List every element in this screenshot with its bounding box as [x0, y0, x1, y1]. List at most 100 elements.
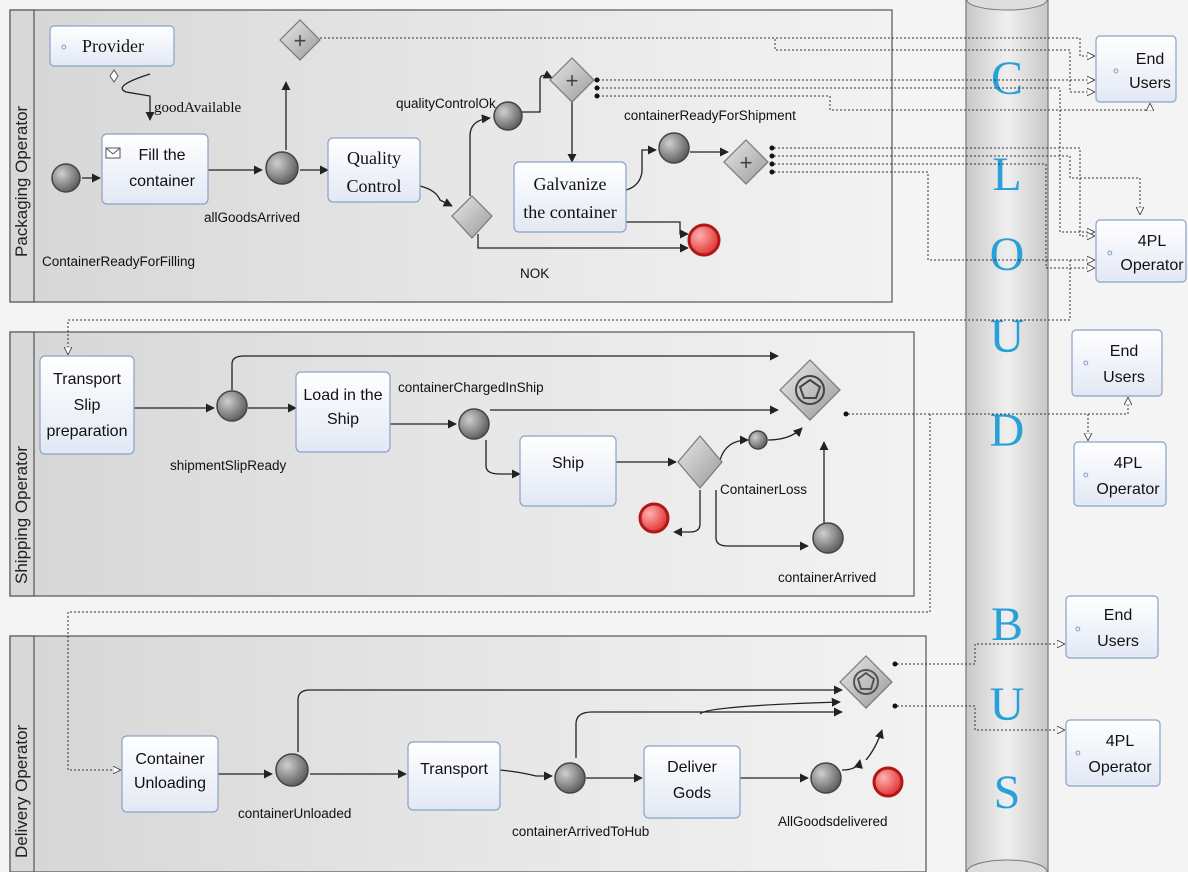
task-label-line2: the container [523, 202, 616, 222]
task-label-line2: Gods [673, 785, 711, 802]
gateway-parallel-quality[interactable]: + [549, 57, 595, 103]
task-label-line1: Transport [53, 371, 121, 388]
lane-title-shipping: Shipping Operator [12, 446, 31, 584]
task-label-line1: Container [135, 751, 205, 768]
person-icon: ⚬ [1110, 63, 1122, 79]
role-label-line1: End [1104, 607, 1132, 624]
task-label-line1: Load in the [303, 387, 382, 404]
event-quality-ok[interactable] [493, 101, 523, 131]
delivery-sequence-flows [218, 685, 884, 783]
plus-icon: + [294, 28, 307, 53]
gateway-complex-shipping[interactable] [779, 359, 841, 421]
label-shipment-slip-ready: shipmentSlipReady [170, 458, 287, 473]
event-container-unloaded[interactable] [275, 753, 309, 787]
provider-role[interactable]: ⚬ Provider [49, 25, 175, 67]
event-container-loss[interactable] [748, 430, 768, 450]
person-icon: ⚬ [1072, 745, 1084, 761]
task-fill-container[interactable]: Fill the container [101, 133, 209, 205]
label-container-ready-shipment: containerReadyForShipment [624, 108, 796, 123]
task-label-line1: Deliver [667, 759, 717, 776]
task-transport[interactable]: Transport [407, 741, 501, 811]
event-container-charged[interactable] [458, 408, 490, 440]
task-container-unloading[interactable]: Container Unloading [121, 735, 219, 813]
role-label-line1: 4PL [1114, 455, 1143, 472]
event-container-arrived[interactable] [812, 522, 844, 554]
task-deliver-gods[interactable]: Deliver Gods [643, 745, 741, 819]
task-label-line2: Ship [327, 411, 359, 428]
label-container-arrived-hub: containerArrivedToHub [512, 824, 649, 839]
event-all-goods-arrived[interactable] [265, 151, 299, 185]
cloud-letter-b: B [991, 598, 1023, 651]
gateway-parallel-top[interactable]: + [279, 19, 321, 61]
task-label-line1: Fill the [138, 147, 185, 164]
task-label-line3: preparation [47, 423, 128, 440]
gateway-exclusive-quality[interactable] [451, 195, 493, 239]
cloud-letter-d: D [990, 404, 1025, 457]
lane-shipping: Shipping Operator [9, 331, 915, 597]
event-container-arrived-hub[interactable] [554, 762, 586, 794]
gateway-parallel-shipment[interactable]: + [723, 139, 769, 185]
label-container-unloaded: containerUnloaded [238, 806, 351, 821]
task-galvanize[interactable]: Galvanize the container [513, 161, 627, 233]
end-event-delivery[interactable] [872, 766, 904, 798]
role-label-line2: Users [1129, 75, 1171, 92]
task-ship[interactable]: Ship [519, 435, 617, 507]
task-label: Transport [420, 761, 488, 778]
pentagon-icon [798, 378, 822, 399]
end-event-packaging[interactable] [687, 223, 721, 257]
event-container-ready-shipment[interactable] [658, 132, 690, 164]
role-label-line1: 4PL [1138, 233, 1167, 250]
person-icon: ⚬ [58, 39, 70, 55]
role-label-line2: Operator [1096, 481, 1160, 498]
role-end-users-3[interactable]: ⚬ End Users [1065, 595, 1159, 659]
packaging-sequence-flows [82, 70, 729, 253]
cloud-bus: C L O U D B U S [965, 0, 1049, 872]
plus-icon: + [740, 150, 753, 175]
lane-title-packaging: Packaging Operator [12, 105, 31, 257]
gateway-complex-delivery[interactable] [839, 655, 893, 709]
task-transport-slip[interactable]: Transport Slip preparation [39, 355, 135, 455]
person-icon: ⚬ [1072, 621, 1084, 637]
role-4pl-3[interactable]: ⚬ 4PL Operator [1065, 719, 1161, 787]
role-label-line2: Operator [1120, 257, 1184, 274]
cloud-letter-u2: U [990, 678, 1025, 731]
role-label-line1: 4PL [1106, 733, 1135, 750]
cloud-letter-l: L [992, 148, 1021, 201]
event-shipment-slip-ready[interactable] [216, 390, 248, 422]
cloud-letter-s: S [994, 766, 1021, 819]
role-label-line1: End [1110, 343, 1138, 360]
label-container-loss: ContainerLoss [720, 482, 807, 497]
event-all-goods-delivered[interactable] [810, 762, 842, 794]
task-label-line2: Control [346, 176, 401, 196]
label-all-goods-arrived: allGoodsArrived [204, 210, 300, 225]
task-label-line2: container [129, 173, 195, 190]
cloud-letter-o: O [990, 228, 1025, 281]
task-label-line2: Slip [74, 397, 101, 414]
end-event-shipping[interactable] [638, 502, 670, 534]
message-diamond-icon [109, 69, 119, 83]
role-label-line1: End [1136, 51, 1164, 68]
label-container-charged: containerChargedInShip [398, 380, 544, 395]
label-nok: NOK [520, 266, 549, 281]
cloud-letter-c: C [991, 52, 1023, 105]
task-label: Ship [552, 455, 584, 472]
gateway-exclusive-ship[interactable] [677, 435, 723, 489]
cloud-letter-u: U [990, 310, 1025, 363]
task-quality-control[interactable]: Quality Control [327, 137, 421, 203]
label-all-goods-delivered: AllGoodsdelivered [778, 814, 888, 829]
label-container-ready-filling: ContainerReadyForFilling [42, 254, 195, 269]
message-flows [68, 37, 1150, 770]
label-container-arrived: containerArrived [778, 570, 876, 585]
task-label-line1: Galvanize [534, 174, 607, 194]
role-end-users-2[interactable]: ⚬ End Users [1071, 329, 1163, 397]
role-4pl-1[interactable]: ⚬ 4PL Operator [1095, 219, 1187, 283]
label-quality-control-ok: qualityControlOk [396, 96, 496, 111]
role-end-users-1[interactable]: ⚬ End Users [1095, 35, 1177, 103]
role-4pl-2[interactable]: ⚬ 4PL Operator [1073, 441, 1167, 507]
task-load-ship[interactable]: Load in the Ship [295, 371, 391, 453]
start-event[interactable] [51, 163, 81, 193]
envelope-icon [105, 147, 121, 159]
plus-icon: + [566, 68, 579, 93]
shipping-sequence-flows [134, 351, 829, 551]
